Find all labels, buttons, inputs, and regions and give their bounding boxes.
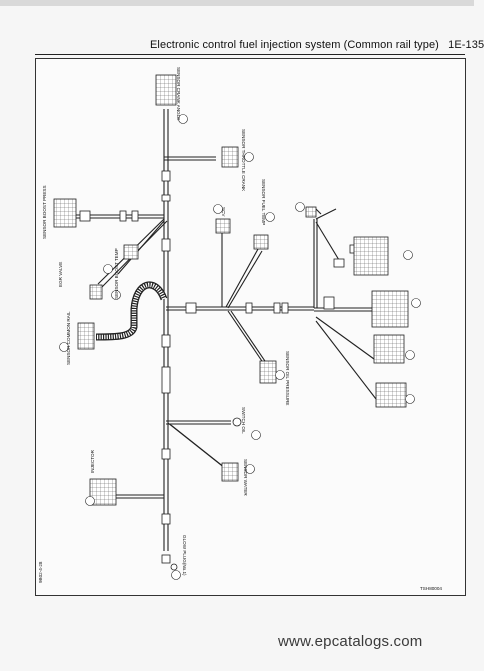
wiring-diagram-frame: SENSOR CRANK ANGLE SENSOR THROTTLE CRANK…	[35, 58, 466, 596]
side-code: 9B02-4-28	[38, 561, 43, 583]
header-rule	[35, 54, 465, 55]
footer-url[interactable]: www.epcatalogs.com	[278, 633, 423, 650]
reference-callouts	[59, 114, 421, 580]
label-egr-valve: EGR VALVE	[58, 262, 63, 287]
label-oil-pressure: SENSOR OIL PRESSURE	[285, 351, 290, 405]
label-boost-temp: SENSOR BOOST TEMP	[114, 248, 119, 299]
page-header: Electronic control fuel injection system…	[150, 39, 484, 51]
drawing-code: TSH80004	[420, 586, 442, 591]
label-water: SENSOR WATER	[243, 459, 248, 496]
label-scv: SCV	[221, 207, 226, 217]
label-switch-oil: SWITCH OIL	[241, 407, 246, 434]
label-throttle-crank: SENSOR THROTTLE CRANK	[241, 129, 246, 192]
main-harness-trunk	[76, 109, 377, 551]
label-glow-plug: GLOW PLUG(No.1)	[182, 535, 187, 576]
label-crank-angle: SENSOR CRANK ANGLE	[176, 67, 181, 120]
header-page-number: 1E-135	[448, 39, 484, 51]
header-title: Electronic control fuel injection system…	[150, 39, 439, 51]
label-fuel-temp: SENSOR FUEL TEMP	[261, 179, 266, 225]
component-labels: SENSOR CRANK ANGLE SENSOR THROTTLE CRANK…	[38, 67, 442, 591]
harness-clips	[79, 170, 361, 525]
page-top-edge	[0, 0, 474, 6]
common-rail-conduit	[95, 281, 168, 341]
label-common-rail: SENSOR COMMON RAIL	[66, 311, 71, 365]
wiring-harness-diagram: SENSOR CRANK ANGLE SENSOR THROTTLE CRANK…	[38, 67, 442, 591]
connectors	[53, 74, 409, 571]
label-injector: INJECTOR	[90, 449, 95, 473]
label-boost-press: SENSOR BOOST PRESS	[42, 185, 47, 239]
